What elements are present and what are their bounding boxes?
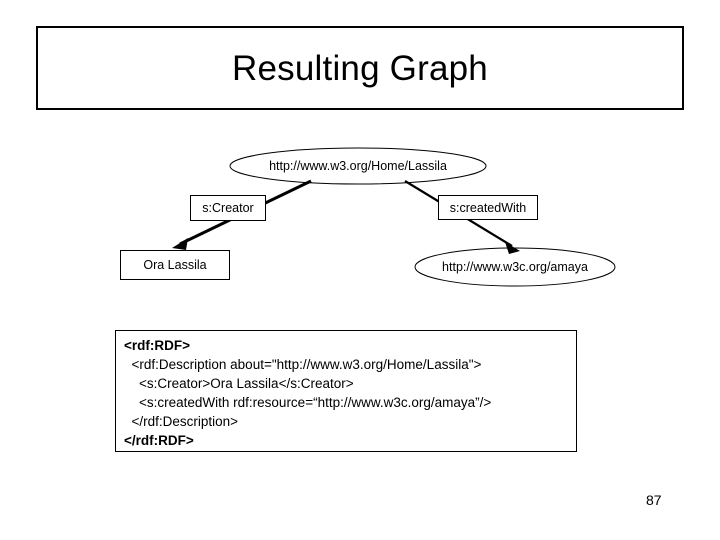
edge-label-creator: s:Creator — [190, 195, 266, 221]
rdf-code-block: <rdf:RDF> <rdf:Description about="http:/… — [115, 330, 577, 452]
edge-arrowhead-createdwith — [505, 242, 520, 254]
code-line: <s:createdWith rdf:resource=“http://www.… — [124, 395, 492, 410]
code-line: <rdf:Description about="http://www.w3.or… — [124, 357, 482, 372]
rdf-graph-diagram: http://www.w3.org/Home/Lassila http://ww… — [0, 130, 720, 310]
title-box: Resulting Graph — [36, 26, 684, 110]
object-node-label-ora-lassila: Ora Lassila — [120, 250, 230, 280]
graph-vector-layer — [172, 147, 616, 287]
edge-arrowhead-creator — [172, 238, 188, 250]
code-line: </rdf:RDF> — [124, 433, 194, 448]
code-line: </rdf:Description> — [124, 414, 239, 429]
object-node-ellipse-amaya — [414, 247, 616, 287]
page-number: 87 — [646, 492, 662, 508]
page-title: Resulting Graph — [232, 48, 488, 88]
edge-label-createdwith: s:createdWith — [438, 195, 538, 220]
subject-node-ellipse — [229, 147, 487, 185]
code-line: <rdf:RDF> — [124, 338, 191, 353]
code-line: <s:Creator>Ora Lassila</s:Creator> — [124, 376, 354, 391]
